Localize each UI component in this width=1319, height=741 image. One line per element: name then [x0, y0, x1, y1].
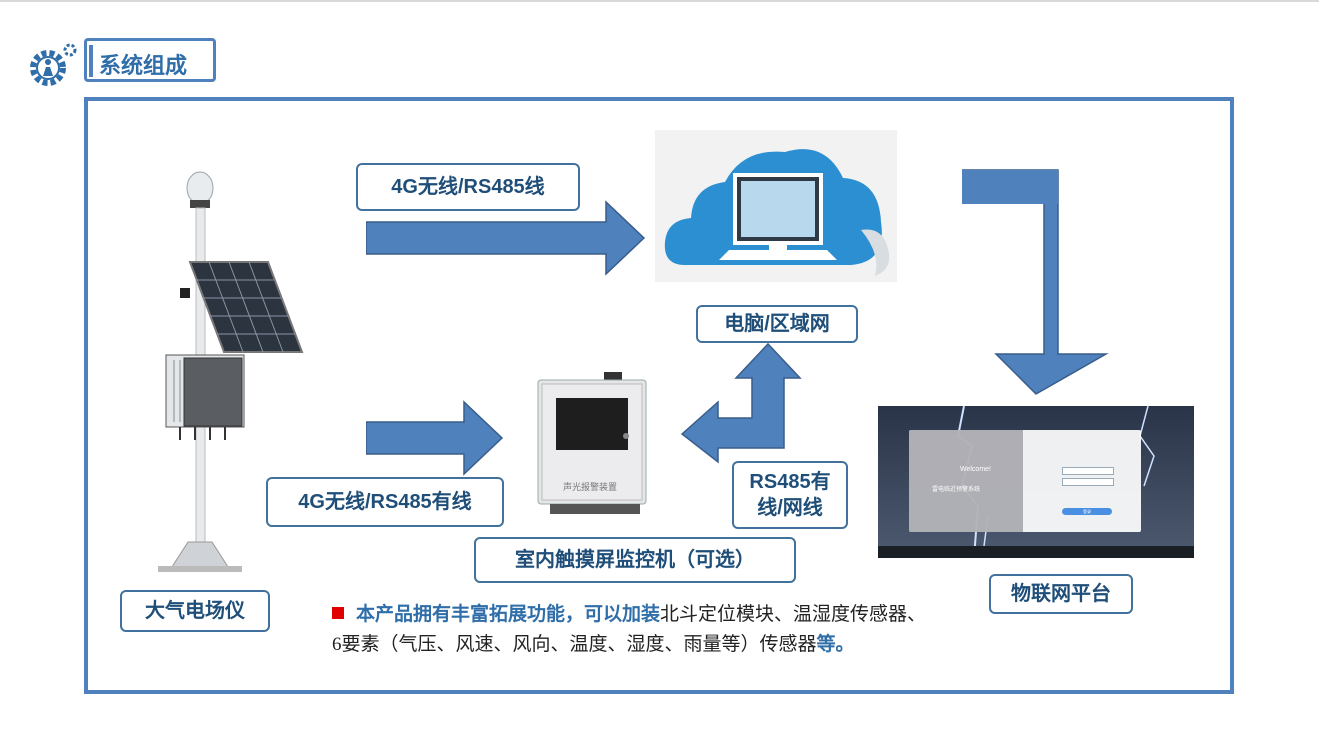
- arrow-to-platform: [960, 168, 1110, 396]
- label-field-meter: 大气电场仪: [120, 590, 270, 632]
- section-title-box: 系统组成: [84, 38, 216, 82]
- arrow-monitor-to-lan: [680, 342, 805, 464]
- arrow-to-cloud: [366, 200, 646, 276]
- welcome-text: Welcome!: [960, 466, 991, 473]
- label-wireless-top: 4G无线/RS485线: [356, 163, 580, 211]
- indoor-monitor-image: [520, 368, 655, 518]
- section-title: 系统组成: [99, 53, 188, 78]
- system-name-text: 雷电临近预警系统: [932, 487, 981, 493]
- arrow-to-monitor: [366, 400, 504, 476]
- label-rs485-wired: RS485有 线/网线: [732, 461, 848, 529]
- cloud-computer-icon: [655, 130, 897, 282]
- note-body: 北斗定位模块、温湿度传感器、6要素（气压、风速、风向、温度、湿度、雨量等）传感器: [332, 604, 927, 655]
- label-computer-lan: 电脑/区域网: [696, 305, 858, 343]
- password-field[interactable]: [1062, 478, 1114, 486]
- label-rs485-line2: 线/网线: [757, 497, 823, 519]
- login-button[interactable]: 登录: [1062, 508, 1112, 515]
- bullet-icon: [332, 607, 344, 619]
- device-panel-label: 声光报警装置: [563, 482, 618, 492]
- login-panel-left: [909, 430, 1023, 532]
- top-divider: [0, 0, 1319, 2]
- field-meter-image: [150, 170, 310, 580]
- label-iot-platform: 物联网平台: [989, 574, 1133, 614]
- note-highlight-end: 等。: [816, 634, 855, 655]
- label-wireless-bottom: 4G无线/RS485有线: [266, 477, 504, 527]
- note-highlight-start: 本产品拥有丰富拓展功能，可以加装: [356, 604, 661, 625]
- label-rs485-line1: RS485有: [749, 471, 831, 493]
- gear-icon: [28, 42, 78, 92]
- username-field[interactable]: [1062, 467, 1114, 475]
- label-indoor-monitor: 室内触摸屏监控机（可选）: [474, 537, 796, 583]
- feature-note: 本产品拥有丰富拓展功能，可以加装北斗定位模块、温湿度传感器、6要素（气压、风速、…: [332, 600, 932, 660]
